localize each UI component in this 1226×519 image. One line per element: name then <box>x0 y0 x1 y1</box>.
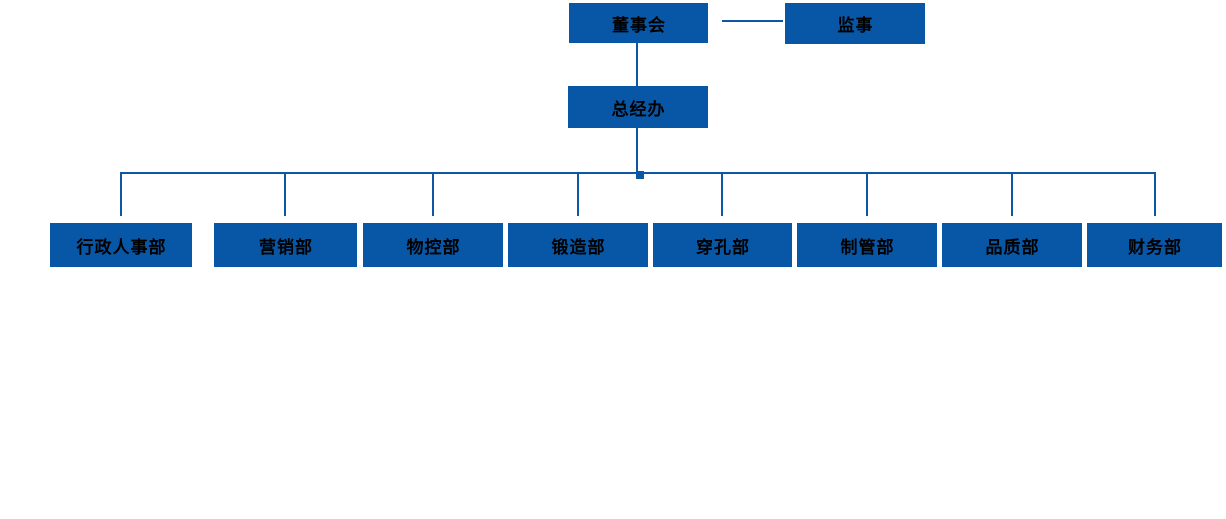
connector-drop-quality <box>1011 174 1013 216</box>
connector-gm-spine-stem <box>636 128 638 173</box>
connector-drop-finance <box>1154 174 1156 216</box>
org-node-board[interactable]: 董事会 <box>569 3 708 43</box>
connector-drop-admin-hr <box>120 174 122 216</box>
connector-board-supervisor-link <box>722 20 783 22</box>
connector-drop-piercing <box>721 174 723 216</box>
org-node-pipe-making[interactable]: 制管部 <box>797 223 937 267</box>
connector-drop-material-control <box>432 174 434 216</box>
org-node-admin-hr[interactable]: 行政人事部 <box>50 223 192 267</box>
org-node-piercing[interactable]: 穿孔部 <box>653 223 792 267</box>
org-node-forging[interactable]: 锻造部 <box>508 223 648 267</box>
org-node-gm-office[interactable]: 总经办 <box>568 86 708 128</box>
connector-drop-marketing <box>284 174 286 216</box>
connector-board-gm-stem <box>636 43 638 86</box>
connector-drop-pipe-making <box>866 174 868 216</box>
connector-junction-handle[interactable] <box>636 171 644 179</box>
org-node-quality[interactable]: 品质部 <box>942 223 1082 267</box>
connector-drop-forging <box>577 174 579 216</box>
org-node-supervisor[interactable]: 监事 <box>785 3 925 44</box>
org-node-finance[interactable]: 财务部 <box>1087 223 1222 267</box>
org-node-material-control[interactable]: 物控部 <box>363 223 503 267</box>
org-node-marketing[interactable]: 营销部 <box>214 223 357 267</box>
